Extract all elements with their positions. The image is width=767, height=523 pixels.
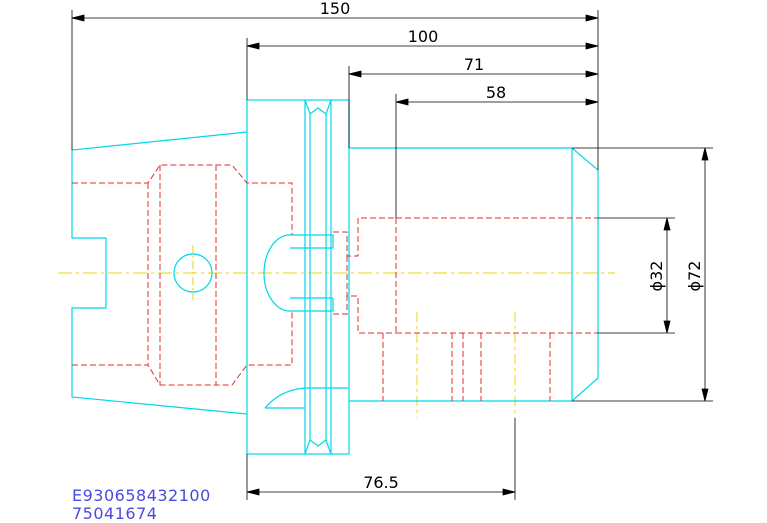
dim-100-arrow-left — [246, 42, 260, 50]
v-groove-bottom — [304, 439, 332, 455]
taper-shank — [71, 131, 248, 415]
part-number-label: E930658432100 — [72, 486, 211, 505]
hidden-lines — [72, 164, 598, 401]
shank-bore-bottom — [72, 311, 293, 386]
dim-32-label: ϕ32 — [647, 261, 666, 292]
dim-76-5-arrow-right — [502, 488, 516, 496]
dim-58-label: 58 — [486, 83, 506, 102]
dim-72-arrow-top — [701, 147, 709, 161]
coolant-tube — [263, 234, 334, 312]
v-groove-top — [304, 99, 332, 115]
flange — [246, 99, 350, 455]
dim-76-5-arrow-left — [246, 488, 260, 496]
dim-150-arrow-right — [585, 14, 599, 22]
dim-71-label: 71 — [464, 55, 484, 74]
dim-76-5-label: 76.5 — [363, 473, 399, 492]
dim-100-arrow-right — [585, 42, 599, 50]
part-outline — [71, 99, 599, 455]
dim-32-arrow-bottom — [663, 320, 671, 334]
passage-bottom — [333, 295, 396, 334]
passage-top — [333, 217, 396, 257]
centerlines — [58, 245, 615, 418]
cross-hole — [173, 253, 213, 293]
dim-71-arrow-left — [348, 70, 362, 78]
keyway-slot — [264, 387, 348, 409]
dim-58-arrow-right — [585, 98, 599, 106]
dim-32-arrow-top — [663, 217, 671, 231]
dim-150-arrow-left — [71, 14, 85, 22]
shank-bore-top — [72, 164, 293, 235]
dim-71-arrow-right — [585, 70, 599, 78]
dim-58-arrow-left — [395, 98, 409, 106]
code-label: 75041674 — [72, 504, 157, 523]
dim-72-label: ϕ72 — [685, 261, 704, 292]
cylindrical-body — [349, 147, 599, 402]
dim-72-arrow-bottom — [701, 388, 709, 402]
dimension-lines — [71, 10, 713, 500]
dim-100-label: 100 — [408, 27, 439, 46]
dim-150-label: 150 — [320, 0, 351, 18]
